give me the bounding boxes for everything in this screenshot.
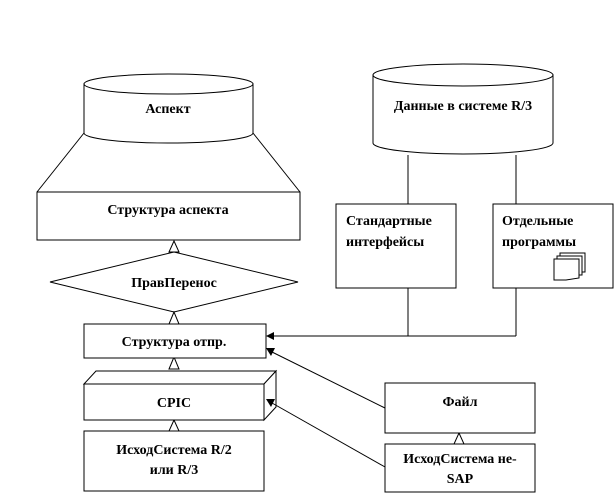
- separate-programs-line1: Отдельные: [502, 214, 573, 229]
- data-r3-label: Данные в системе R/3: [394, 99, 532, 114]
- arrowhead-icon: [266, 332, 274, 340]
- file-label: Файл: [443, 395, 478, 410]
- send-structure-label: Структура отпр.: [122, 335, 227, 350]
- prav-perenos-diamond[interactable]: ПравПеренос: [49, 251, 299, 313]
- arrowhead-icon: [266, 348, 275, 356]
- std-interfaces-box[interactable]: Стандартные интерфейсы: [335, 203, 457, 289]
- std-interfaces-line2: интерфейсы: [346, 235, 424, 250]
- source-r2-r3-line1: ИсходСистема R/2: [116, 443, 232, 458]
- aspect-label: Аспект: [145, 102, 190, 117]
- aspect-structure-label: Структура аспекта: [107, 203, 228, 218]
- separate-programs-box[interactable]: Отдельные программы: [492, 203, 614, 289]
- file-box[interactable]: Файл: [384, 382, 536, 434]
- triangle-marker-icon: [168, 239, 180, 253]
- source-r2-r3-line2: или R/3: [150, 463, 199, 478]
- edge-interfaces-to-send-structure: [266, 288, 517, 340]
- edge-non-sap-to-cpic: [266, 399, 386, 468]
- triangle-marker-icon: [168, 418, 180, 432]
- source-non-sap-line1: ИсходСистема не-: [403, 452, 517, 467]
- arrowhead-icon: [266, 399, 275, 407]
- aspect-connector: [36, 132, 301, 193]
- triangle-marker-icon: [168, 355, 180, 370]
- separate-programs-line2: программы: [502, 235, 576, 250]
- send-structure-box[interactable]: Структура отпр.: [83, 323, 267, 359]
- edge-file-to-send-structure: [266, 348, 386, 409]
- prav-perenos-label: ПравПеренос: [131, 276, 217, 291]
- source-r2-r3-box[interactable]: ИсходСистема R/2 или R/3: [83, 430, 265, 492]
- aspect-cylinder[interactable]: Аспект: [83, 73, 254, 144]
- triangle-marker-icon: [168, 310, 180, 325]
- data-r3-cylinder[interactable]: Данные в системе R/3: [372, 63, 554, 155]
- aspect-structure-box[interactable]: Структура аспекта: [36, 191, 301, 241]
- triangle-marker-icon: [453, 431, 465, 445]
- cpic-box[interactable]: CPIC: [82, 369, 278, 422]
- documents-stack-icon: [553, 252, 586, 281]
- cpic-label: CPIC: [157, 396, 191, 411]
- source-non-sap-line2: SAP: [447, 472, 474, 487]
- source-non-sap-box[interactable]: ИсходСистема не- SAP: [384, 443, 536, 493]
- std-interfaces-line1: Стандартные: [346, 214, 432, 229]
